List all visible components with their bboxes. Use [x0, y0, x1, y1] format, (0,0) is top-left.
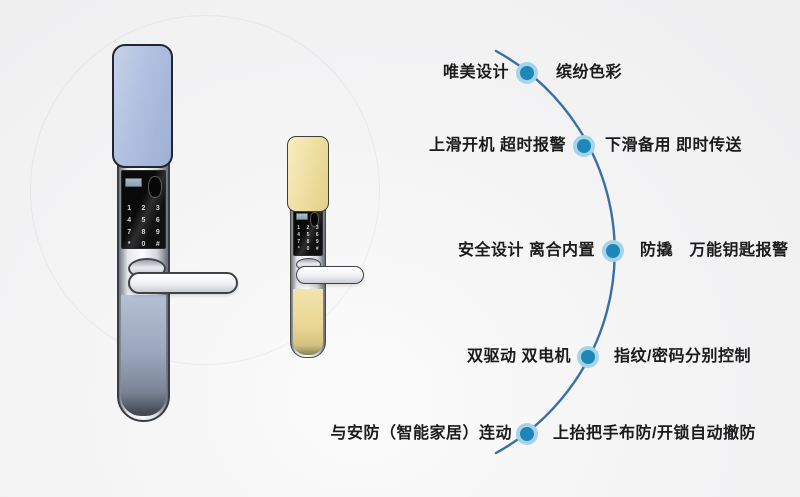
feature-label-left: 双驱动 双电机: [467, 348, 571, 365]
fingerprint-sensor-icon: [310, 212, 319, 227]
keypad-key: 8: [306, 239, 310, 245]
feature-label-right: 指纹/密码分别控制: [614, 348, 751, 365]
keypad-key: 8: [141, 229, 146, 236]
silver-lock-lower-panel: [121, 295, 166, 416]
feature-row: 唯美设计 缤纷色彩: [0, 61, 800, 85]
feature-label-right: 下滑备用 即时传送: [605, 137, 742, 154]
keypad-key: 1: [297, 225, 301, 231]
feature-dot-icon: [516, 62, 538, 84]
silver-lock-keypad: 1 2 3 4 5 6 7 8 9 * 0 #: [121, 170, 166, 249]
feature-row: 安全设计 离合内置 防撬 万能钥匙报警: [0, 239, 800, 263]
keypad-key: 0: [141, 241, 146, 248]
keypad-key: 4: [297, 232, 301, 238]
feature-label-left: 上滑开机 超时报警: [429, 137, 566, 154]
keypad-key: 3: [155, 205, 160, 212]
keypad-key: 9: [315, 239, 319, 245]
feature-label-right: 缤纷色彩: [556, 64, 623, 81]
keypad-key: 7: [297, 239, 301, 245]
keypad-key: 9: [155, 229, 160, 236]
keypad-key: #: [315, 246, 319, 252]
keypad-key: 5: [141, 217, 146, 224]
feature-dot-core: [520, 427, 534, 441]
silver-handle-lever: [128, 272, 238, 294]
feature-row: 与安防（智能家居）连动 上抬把手布防/开锁自动撤防: [0, 422, 800, 446]
feature-row: 双驱动 双电机 指纹/密码分别控制: [0, 345, 800, 369]
gold-handle-lever: [296, 266, 364, 284]
gold-lock-lower-panel: [293, 289, 323, 355]
feature-label-left: 安全设计 离合内置: [458, 242, 595, 259]
keypad-key: 7: [127, 229, 132, 236]
feature-dot-icon: [602, 240, 624, 262]
feature-dot-icon: [516, 423, 538, 445]
fingerprint-sensor-icon: [148, 176, 162, 198]
keypad-key: 4: [127, 217, 132, 224]
feature-row: 上滑开机 超时报警 下滑备用 即时传送: [0, 134, 800, 158]
lcd-display: [125, 178, 142, 187]
background-circle-decoration: [30, 15, 380, 365]
keypad-key: 3: [315, 225, 319, 231]
feature-label-left: 与安防（智能家居）连动: [330, 425, 512, 442]
feature-dot-icon: [577, 346, 599, 368]
feature-label-left: 唯美设计: [442, 64, 509, 81]
keypad-key: 6: [315, 232, 319, 238]
keypad-key: 2: [306, 225, 310, 231]
gold-sliding-cover: [287, 136, 329, 212]
feature-label-right: 上抬把手布防/开锁自动撤防: [553, 425, 756, 442]
keypad-key: *: [127, 241, 131, 248]
feature-dot-core: [581, 350, 595, 364]
keypad-key: 0: [306, 246, 310, 252]
feature-dot-core: [606, 244, 620, 258]
keypad-keys: 1 2 3 4 5 6 7 8 9 * 0 #: [122, 203, 165, 248]
silver-sliding-cover: [112, 44, 173, 168]
keypad-key: 5: [306, 232, 310, 238]
feature-dot-icon: [573, 135, 595, 157]
keypad-key: 1: [127, 205, 132, 212]
feature-label-right: 防撬 万能钥匙报警: [640, 242, 789, 259]
keypad-key: #: [155, 241, 160, 248]
keypad-key: *: [297, 246, 300, 252]
feature-dot-core: [577, 139, 591, 153]
keypad-key: 2: [141, 205, 146, 212]
keypad-key: 6: [155, 217, 160, 224]
lcd-display: [296, 213, 308, 220]
feature-dot-core: [520, 66, 534, 80]
